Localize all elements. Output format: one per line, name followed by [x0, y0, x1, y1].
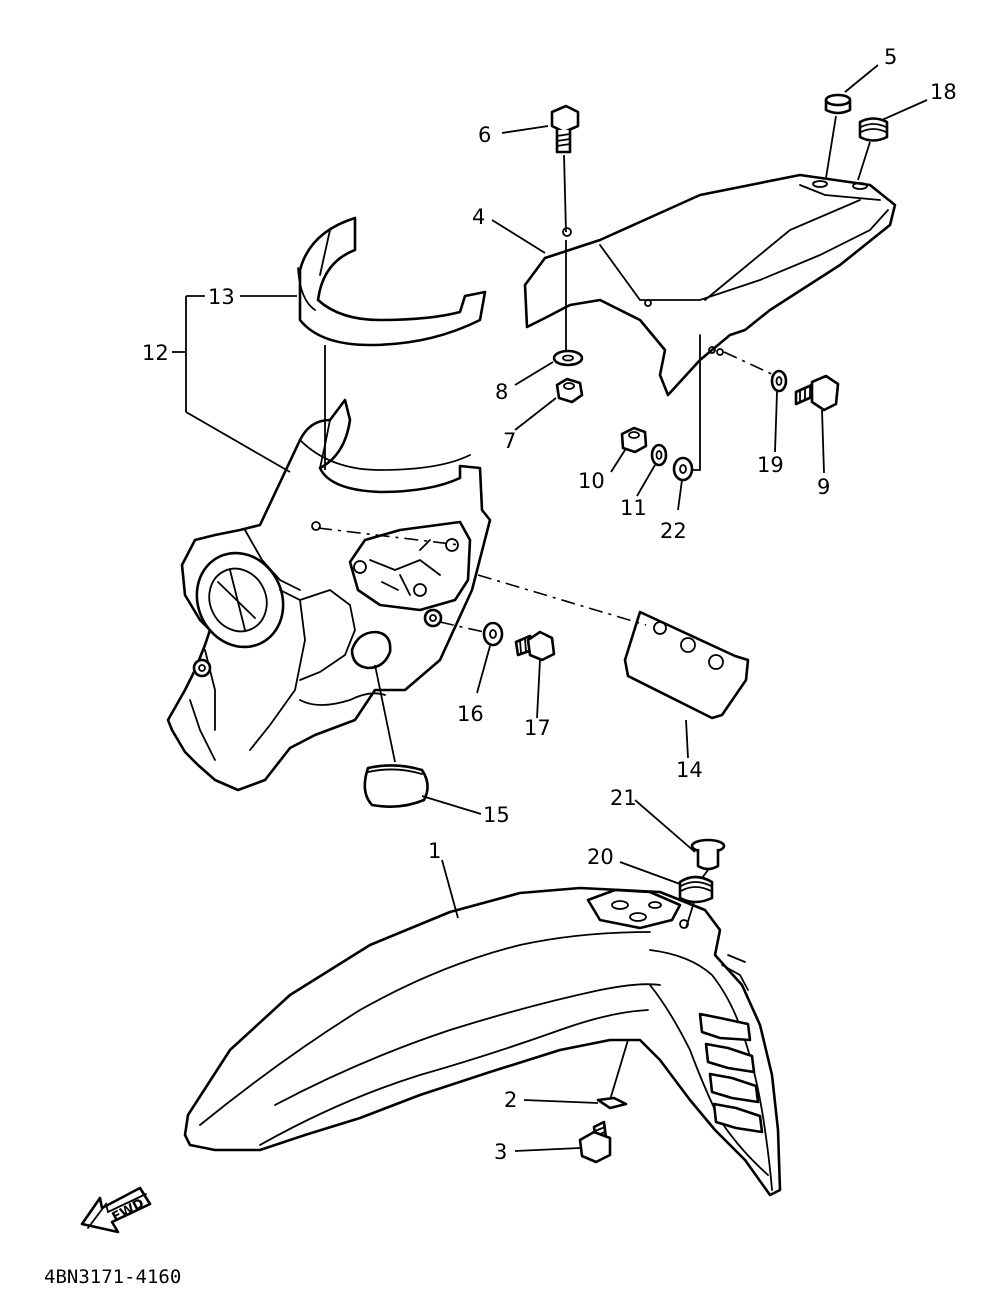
bolt	[514, 630, 556, 662]
lock-washer	[672, 456, 694, 482]
callout-4: 4	[472, 205, 485, 229]
grommet	[678, 875, 714, 929]
plate	[623, 610, 750, 759]
grommet	[857, 117, 889, 181]
callout-6: 6	[478, 123, 491, 147]
rubber-plug	[824, 93, 852, 179]
callout-11: 11	[620, 496, 647, 520]
forward-arrow-icon: FWD	[80, 1186, 152, 1234]
callout-5: 5	[884, 45, 897, 69]
nut	[555, 377, 584, 404]
drawing-code: 4BN3171-4160	[44, 1266, 181, 1288]
washer	[650, 443, 668, 467]
callout-10: 10	[578, 469, 605, 493]
washer	[596, 1096, 628, 1110]
callout-labels: 1 2 3 4 5 6 7 8 9 10 11 12 13 14 15 16 1…	[142, 45, 957, 1164]
callout-8: 8	[495, 380, 508, 404]
washer	[770, 369, 788, 393]
bolt	[578, 1120, 612, 1164]
callout-16: 16	[457, 702, 484, 726]
leader-lines	[172, 64, 928, 1152]
callout-13: 13	[208, 285, 235, 309]
callout-19: 19	[757, 453, 784, 477]
callout-14: 14	[676, 758, 703, 782]
callout-17: 17	[524, 716, 551, 740]
callout-20: 20	[587, 845, 614, 869]
rear-fender	[523, 173, 897, 471]
callout-3: 3	[494, 1140, 507, 1164]
bolt	[723, 351, 840, 412]
callout-15: 15	[483, 803, 510, 827]
callout-2: 2	[504, 1088, 517, 1112]
cap	[363, 664, 429, 808]
callout-12: 12	[142, 341, 169, 365]
nut	[620, 426, 648, 454]
collar	[690, 838, 726, 879]
number-plate	[166, 216, 492, 792]
callout-9: 9	[817, 475, 830, 499]
washer	[552, 349, 584, 367]
bolt	[550, 104, 580, 352]
callout-18: 18	[930, 80, 957, 104]
front-fender	[183, 886, 782, 1197]
callout-7: 7	[503, 429, 516, 453]
callout-22: 22	[660, 519, 687, 543]
callout-21: 21	[610, 786, 637, 810]
washer	[439, 621, 504, 647]
callout-1: 1	[428, 839, 441, 863]
